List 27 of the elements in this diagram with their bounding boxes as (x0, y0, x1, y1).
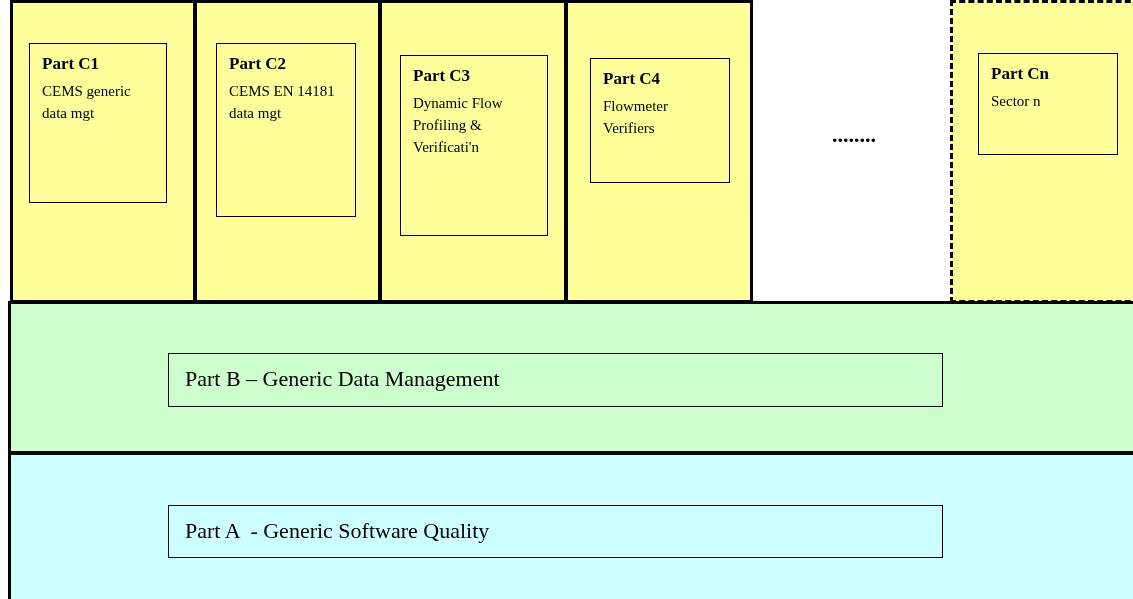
text-box (29, 43, 167, 203)
column-panel (379, 0, 567, 303)
text-box (400, 55, 548, 236)
layer-title: Part A - Generic Software Quality (185, 518, 491, 544)
ellipsis-dots: ........ (832, 122, 876, 148)
part-heading: Part C1 (42, 54, 101, 74)
layer-band (8, 452, 1133, 599)
text-box (590, 58, 730, 183)
text-box (168, 505, 943, 558)
text-box (168, 353, 943, 407)
part-description: CEMS generic data mgt (42, 82, 132, 123)
column-panel (950, 0, 1133, 303)
column-panel (10, 0, 196, 303)
part-heading: Part C3 (413, 66, 472, 86)
part-heading: Part C2 (229, 54, 288, 74)
part-description: Dynamic Flow Profiling & Verificati'n (413, 94, 504, 157)
column-panel (194, 0, 381, 303)
part-description: CEMS EN 14181 data mgt (229, 82, 336, 123)
text-box (978, 53, 1118, 155)
layer-title: Part B – Generic Data Management (185, 366, 501, 392)
layer-band (8, 301, 1133, 454)
part-heading: Part C4 (603, 69, 662, 89)
part-description: Sector n (991, 92, 1042, 111)
column-panel (565, 0, 753, 303)
text-box (216, 43, 356, 217)
part-description: Flowmeter Verifiers (603, 97, 669, 138)
part-heading: Part Cn (991, 64, 1051, 84)
